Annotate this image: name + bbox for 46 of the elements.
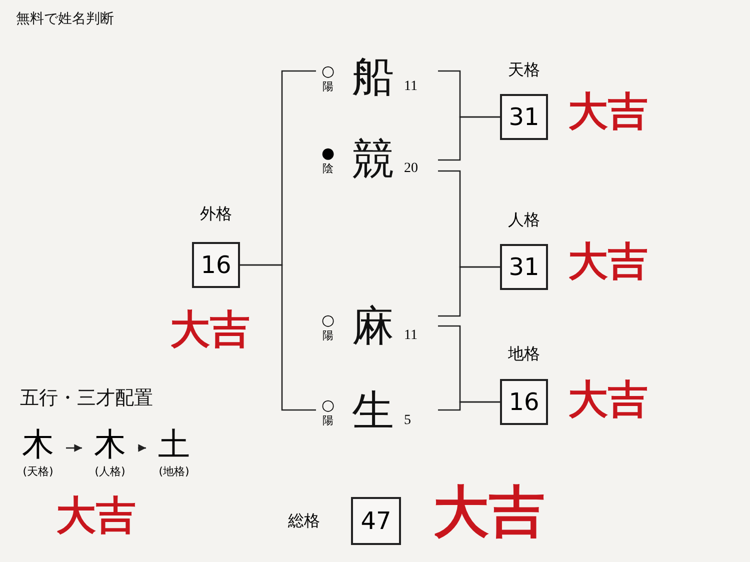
element-character: 木 (22, 428, 54, 460)
yin-yang-mark: ○ (321, 398, 335, 413)
heading-text: 五行・三才配置 (20, 389, 153, 408)
fortune-result: 大吉 (433, 484, 545, 540)
stroke-count: 20 (404, 160, 418, 178)
heading-text: 無料で姓名判断 (16, 12, 114, 26)
element-caption: (地格) (158, 466, 190, 477)
yin-yang-mark: ○ (321, 313, 335, 328)
box-heading: 人格 (508, 212, 540, 228)
score-box: 31 (500, 94, 548, 140)
bracket-line (438, 266, 500, 317)
score-box: 31 (500, 244, 548, 290)
fortune-result: 大吉 (568, 380, 648, 420)
stroke-count: 5 (404, 412, 411, 430)
character-text: 船 (352, 57, 395, 99)
fortune-result: 大吉 (170, 310, 250, 350)
bracket-line (240, 264, 316, 411)
character-text: 競 (352, 139, 395, 181)
element-character: 木 (94, 428, 126, 460)
stroke-count: 11 (404, 78, 418, 96)
bracket-line (438, 116, 500, 161)
fortune-result: 大吉 (568, 242, 648, 282)
bracket-line (438, 401, 500, 411)
box-heading: 総格 (288, 513, 320, 529)
score-box: 47 (351, 497, 401, 545)
character-text: 麻 (352, 306, 395, 348)
character-text: 生 (352, 391, 395, 433)
arrow (138, 444, 146, 452)
box-heading: 天格 (508, 62, 540, 78)
score-box: 16 (192, 242, 240, 288)
yin-yang-label: 陽 (322, 81, 334, 92)
yin-yang-label: 陽 (322, 330, 334, 341)
element-caption: (天格) (22, 466, 54, 477)
element-caption: (人格) (94, 466, 126, 477)
yin-yang-label: 陰 (322, 163, 334, 174)
score-box: 16 (500, 379, 548, 425)
yin-yang-mark: ○ (321, 64, 335, 79)
yin-yang-label: 陽 (322, 415, 334, 426)
element-character: 土 (158, 428, 190, 460)
stroke-count: 11 (404, 326, 418, 344)
fortune-result: 大吉 (56, 496, 136, 536)
box-heading: 地格 (508, 346, 540, 362)
box-heading: 外格 (200, 206, 232, 222)
fortune-result: 大吉 (568, 92, 648, 132)
yin-yang-mark: ● (321, 146, 335, 161)
arrow (66, 444, 82, 452)
